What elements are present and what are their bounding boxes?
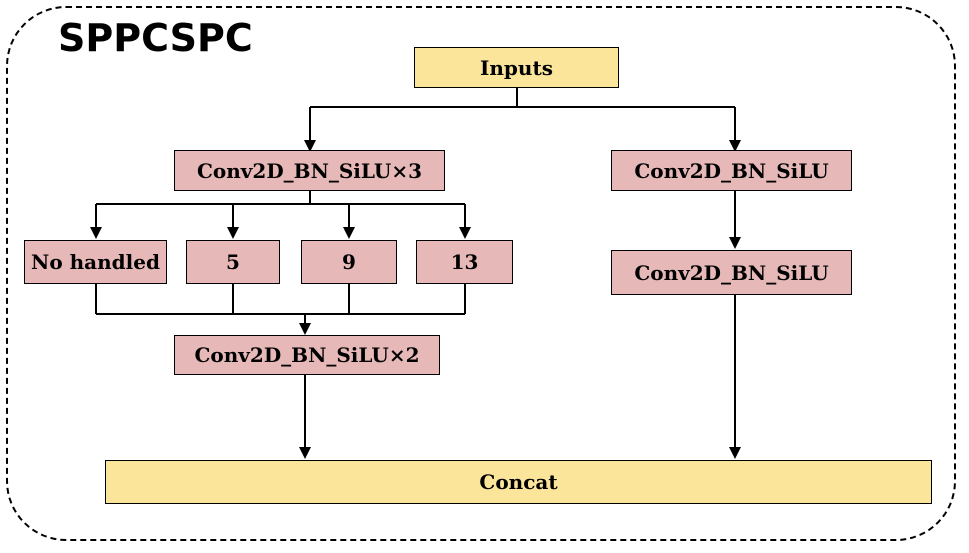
module-title: SPPCSPC <box>52 12 259 64</box>
inputs-node: Inputs <box>414 47 619 88</box>
concat-node: Concat <box>105 460 932 504</box>
pool-13-node: 13 <box>416 240 513 284</box>
pool-5-node: 5 <box>186 240 280 284</box>
conv-right-2-node: Conv2D_BN_SiLU <box>611 250 852 295</box>
conv-x2-node: Conv2D_BN_SiLU×2 <box>174 335 440 375</box>
conv-right-1-node: Conv2D_BN_SiLU <box>611 150 852 191</box>
sppcspc-module-frame <box>6 6 956 541</box>
no-handled-node: No handled <box>24 240 167 284</box>
pool-9-node: 9 <box>301 240 397 284</box>
conv-x3-node: Conv2D_BN_SiLU×3 <box>174 150 445 191</box>
